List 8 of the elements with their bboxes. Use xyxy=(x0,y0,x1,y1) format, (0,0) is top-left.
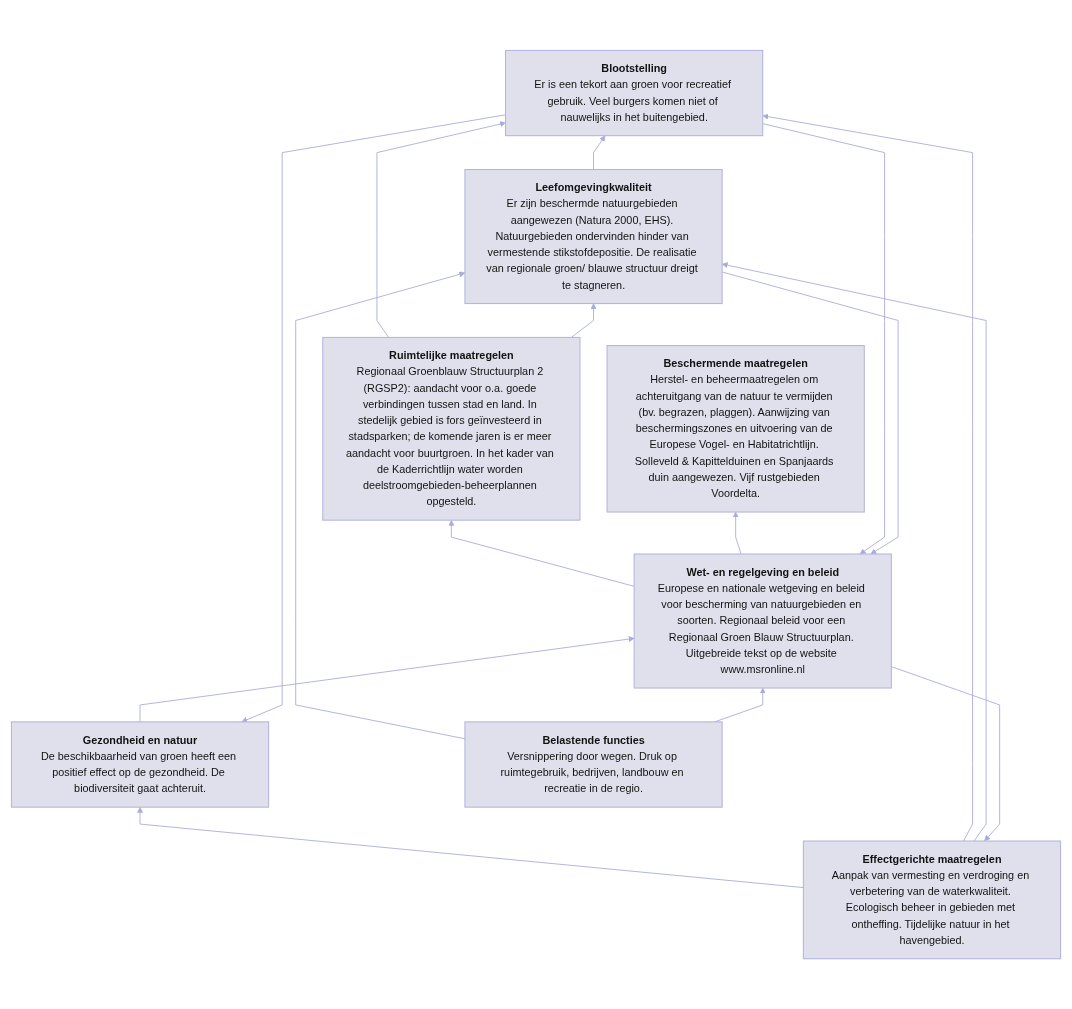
node-box: Belastende functies Versnippering door wegen. Druk op ruimtegebruik, bedrijven, landbouw en recreatie in de regio. xyxy=(464,721,723,808)
node-box: Blootstelling Er is een tekort aan groen voor recreatief gebruik. Veel burgers komen niet of nauwelijks in het buitengebied. xyxy=(505,49,764,137)
node-box: Beschermende maatregelen Herstel- en beheermaatregelen om achteruitgang van de natuur te vermijden (bv. begrazen, plaggen). Aanwijzing van beschermingszones en uitvoering van de Europese Vogel- en Habitatrichtlijn. Solleveld & Kapittelduinen en Spanjaards duin aangewezen. Vijf rustgebieden Voordelta. xyxy=(606,344,865,513)
node-box: Wet- en regelgeving en beleid Europese en nationale wetgeving en beleid voor bescherming van natuurgebieden en soorten. Regionaal beleid voor een Regionaal Groen Blauw Structuurplan. Uitgebreide tekst op de website www.msronline.nl xyxy=(633,553,892,689)
node-box: Ruimtelijke maatregelen Regionaal Groenblauw Structuurplan 2 (RGSP2): aandacht voor o.a. goede verbindingen tussen stad en land. In stedelijk gebied is fors geïnvesteerd in stadsparken; de komende jaren is er meer aandacht voor buurtgroen. In het kader van de Kaderrichtlijn water worden deelstroomgebieden-beheerplannen opgesteld. xyxy=(322,336,581,521)
node-box: Gezondheid en natuur De beschikbaarheid van groen heeft een positief effect op de gezondheid. De biodiversiteit gaat achteruit. xyxy=(10,721,270,808)
node-box: Effectgerichte maatregelen Aanpak van vermesting en verdroging en verbetering van de waterkwaliteit. Ecologisch beheer in gebieden met ontheffing. Tijdelijke natuur in het havengebied. xyxy=(802,840,1062,960)
node-box: Leefomgevingkwaliteit Er zijn beschermde natuurgebieden aangewezen (Natura 2000, EHS). Natuurgebieden ondervinden hinder van vermestende stikstofdepositie. De realisatie van regionale groen/ blauwe structuur dreigt te stagneren. xyxy=(464,168,723,304)
